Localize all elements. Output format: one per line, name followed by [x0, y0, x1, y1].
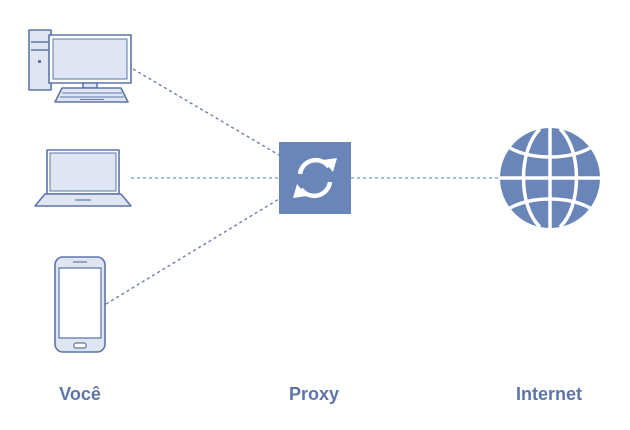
label-internet: Internet — [515, 384, 582, 404]
label-you: Você — [59, 384, 101, 404]
desktop-computer-icon — [28, 29, 132, 103]
laptop-icon — [34, 149, 132, 207]
label-proxy: Proxy — [288, 384, 340, 404]
phone-proxy-line — [105, 198, 280, 305]
smartphone-icon — [54, 256, 106, 353]
proxy-sync-icon — [279, 142, 351, 214]
globe-icon — [500, 127, 600, 229]
desktop-proxy-line — [132, 68, 280, 156]
connector-lines — [105, 68, 500, 305]
